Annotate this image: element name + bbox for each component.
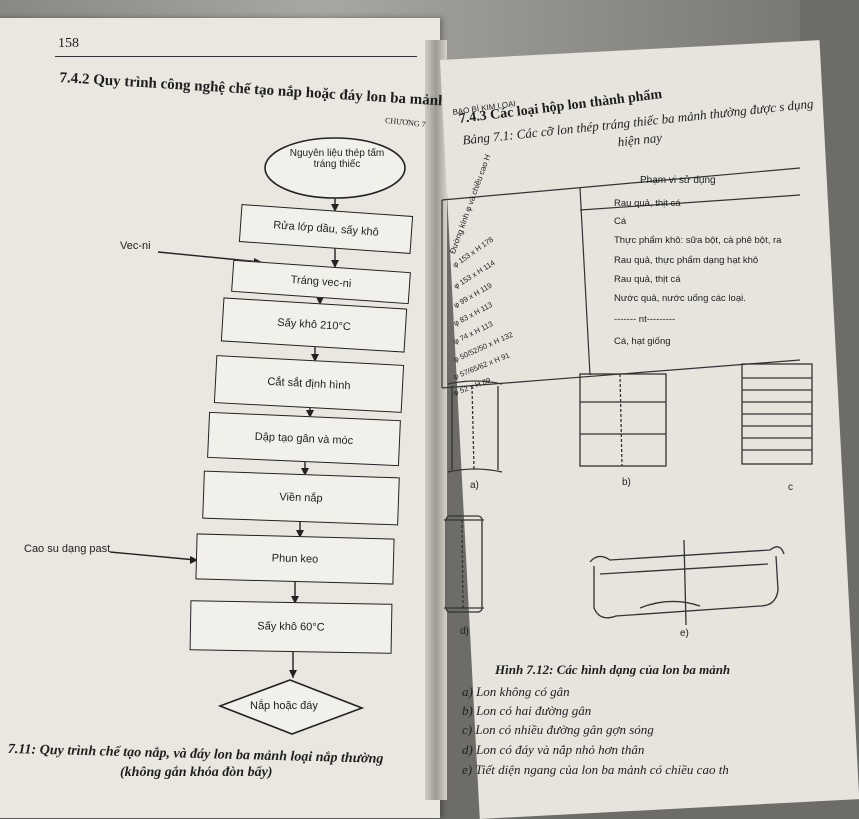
fig-item-e: e) Tiết diện ngang của lon ba mảnh có ch… [462, 762, 729, 777]
table-use-2: Thực phẩm khô: sữa bột, cà phê bột, ra [614, 235, 782, 246]
fig-label-e: e) [680, 628, 689, 639]
figure-caption-left-sub: (không gắn khóa đòn bẩy) [120, 765, 273, 780]
flow-end-label: Nắp hoặc đáy [250, 700, 318, 712]
fig-label-c: c [788, 482, 793, 493]
fig-label-a: a) [470, 480, 479, 491]
header-rule [55, 56, 417, 57]
can-c-drawing [741, 363, 813, 465]
fig-item-b: b) Lon có hai đường gân [462, 703, 592, 718]
fig-label-d: d) [460, 626, 469, 637]
figure-caption-right: Hình 7.12: Các hình dạng của lon ba mảnh [495, 662, 731, 677]
flow-start-label: Nguyên liệu thép tấm tráng thiếc [289, 148, 385, 170]
table-use-4: Rau quả, thịt cá [614, 274, 681, 285]
page-number: 158 [58, 36, 79, 51]
flow-step-spray: Phun keo [195, 533, 395, 585]
input-rubber-label: Cao su dạng past [24, 543, 111, 555]
table-header-use: Phạm vi sử dụng [640, 175, 716, 186]
table-use-6: ------- nt--------- [614, 314, 676, 325]
flow-step-dry-60: Sấy khô 60°C [189, 600, 393, 654]
fig-item-c: c) Lon có nhiều đường gân gợn sóng [462, 722, 654, 737]
table-use-0: Rau quả, thịt cá [614, 198, 681, 209]
fig-item-d: d) Lon có đáy và nắp nhỏ hơn thân [462, 742, 645, 757]
flow-step-stamp: Dập tạo gân và móc [207, 411, 401, 467]
can-a-drawing [447, 380, 503, 473]
fig-item-a: a) Lon không có gân [462, 684, 570, 699]
input-varnish-label: Vec-ni [120, 240, 151, 252]
flow-step-rim: Viền nắp [202, 470, 400, 526]
can-b-drawing [579, 373, 667, 467]
fig-label-b: b) [622, 477, 631, 488]
can-d-drawing [444, 515, 484, 613]
table-use-5: Nước quả, nước uống các loại. [614, 293, 746, 304]
can-e-drawing [589, 539, 785, 626]
table-use-1: Cá [614, 216, 627, 227]
can-figures [444, 363, 813, 626]
table-use-7: Cá, hạt giống [614, 336, 671, 347]
flow-step-cut: Cắt sắt định hình [213, 355, 405, 413]
table-use-3: Rau quả, thực phẩm dạng hạt khô [614, 255, 759, 266]
